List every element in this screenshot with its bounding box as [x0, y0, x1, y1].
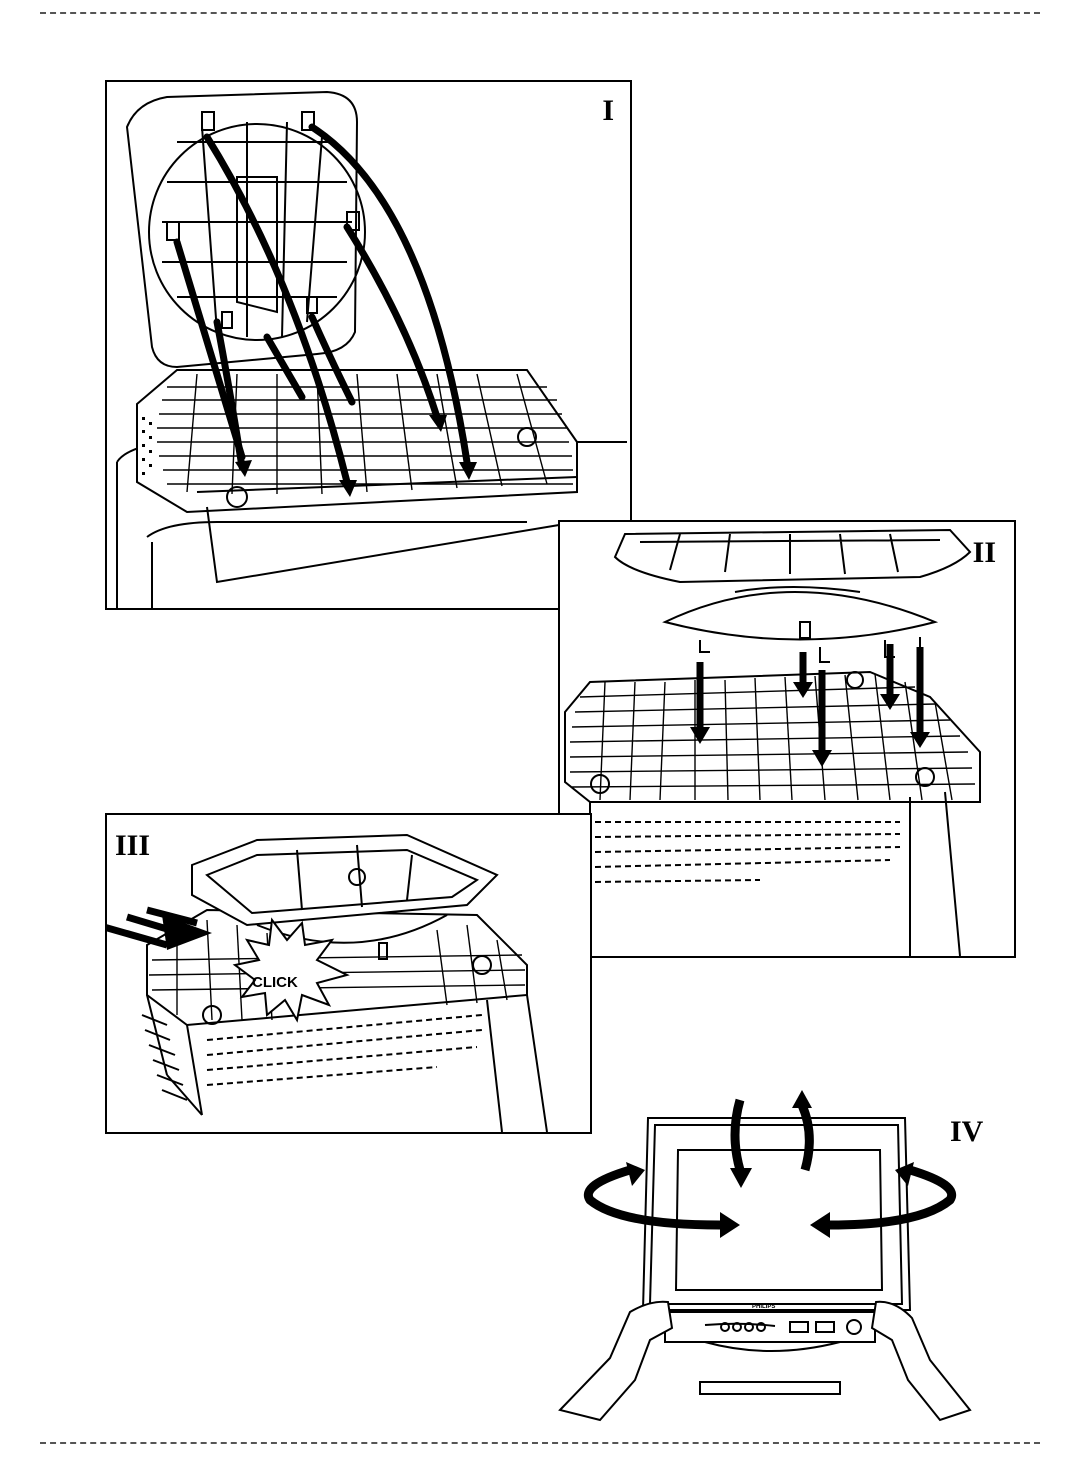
step-2-panel: II: [558, 520, 1016, 958]
brand-logo: PHILIPS: [752, 1304, 775, 1310]
base-grid: [157, 373, 573, 495]
click-burst-icon: [232, 917, 350, 1023]
placement-arrows: [173, 123, 471, 486]
step-4-illustration: PHILIPS: [558, 1090, 972, 1422]
step-3-numeral: III: [115, 829, 151, 862]
click-label: CLICK: [252, 974, 298, 991]
side-vents: [142, 417, 152, 475]
tilt-base-plate: [125, 90, 366, 369]
step-1-illustration: [116, 90, 627, 608]
rotate-arrow-icon: [583, 1098, 957, 1230]
hand-icon: [558, 1300, 972, 1422]
step-4-numeral: IV: [950, 1115, 984, 1148]
down-arrows: [696, 644, 924, 750]
step-2-numeral: II: [972, 536, 996, 569]
step-2-illustration: [564, 528, 981, 956]
step-1-numeral: I: [602, 94, 614, 127]
bottom-scan-border: [40, 1442, 1040, 1444]
step-3-panel: III: [105, 813, 592, 1134]
side-vents: [206, 1014, 483, 1086]
base-grid: [148, 919, 526, 1021]
step-1-panel: I: [105, 80, 632, 610]
top-scan-border: [40, 12, 1040, 14]
side-vents: [594, 821, 901, 883]
rear-vents: [141, 1014, 188, 1101]
arrow-heads: [235, 415, 477, 497]
step-3-illustration: CLICK: [107, 833, 548, 1132]
